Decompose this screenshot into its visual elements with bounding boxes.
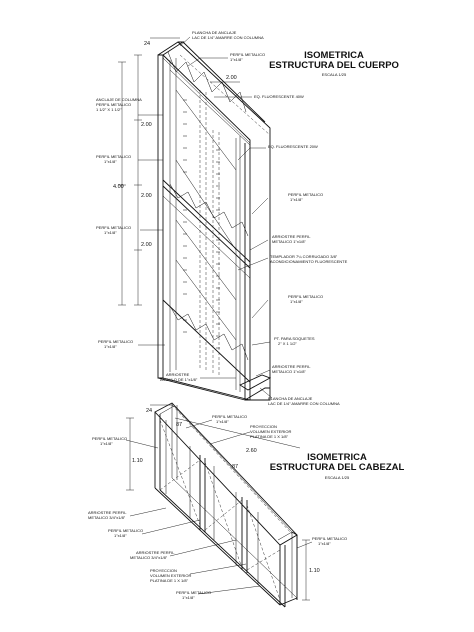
label-fluorescent-40w: EQ. FLUORESCENTE 40W xyxy=(254,94,304,99)
label-perfil-left-size: 1"x1/8" xyxy=(104,159,117,164)
head-dim-1-10-right: 1.10 xyxy=(309,568,320,574)
head-label-proyeccion-platina: PLATINA DE 1 X 1/8" xyxy=(250,434,289,439)
head-leader-lines xyxy=(125,419,313,595)
head-label-perfil-bottom-size: 1"x1/8" xyxy=(182,595,195,600)
body-labels: ISOMETRICA ESTRUCTURA DEL CUERPO ESCALA … xyxy=(96,30,399,406)
head-dim-87-top: 87 xyxy=(176,422,182,428)
label-perfil-right-2: PERFIL METALICO xyxy=(288,294,323,299)
body-structure-drawing: ISOMETRICA ESTRUCTURA DEL CUERPO ESCALA … xyxy=(96,30,399,406)
body-title: ISOMETRICA xyxy=(304,50,364,61)
head-label-perfil-left-size: 1"x1/8" xyxy=(100,441,113,446)
head-dim-2-60: 2.60 xyxy=(246,448,257,454)
head-label-perfil-mid: PERFIL METALICO xyxy=(108,528,143,533)
head-label-perfil-top-size: 1"x1/8" xyxy=(216,419,229,424)
body-leader-lines xyxy=(138,36,273,399)
body-scale: ESCALA 1/25 xyxy=(322,72,347,77)
head-scale: ESCALA 1/25 xyxy=(325,475,350,480)
head-dimension-lines xyxy=(126,404,310,601)
head-label-proyeccion-volumen: VOLUMEN EXTERIOR xyxy=(250,429,291,434)
head-label-proyeccion: PROYECCION xyxy=(250,424,277,429)
label-anclaje-perfil: PERFIL METALICO xyxy=(96,102,131,107)
head-dim-87-mid: 87 xyxy=(232,464,238,470)
head-dim-24: 24 xyxy=(146,408,152,414)
label-perfil-right-1-size: 1"x1/8" xyxy=(290,197,303,202)
body-subtitle: ESTRUCTURA DEL CUERPO xyxy=(269,60,399,71)
head-title: ISOMETRICA xyxy=(307,452,367,463)
label-perfil-left-2: PERFIL METALICO xyxy=(96,225,131,230)
head-structure-drawing: ISOMETRICA ESTRUCTURA DEL CABEZAL ESCALA… xyxy=(88,402,404,608)
label-anclaje: ANCLAJE DE COLUMNA xyxy=(96,97,142,102)
head-subtitle: ESTRUCTURA DEL CABEZAL xyxy=(270,462,405,473)
label-plancha-bottom: PLANCHA DE ANCLAJE xyxy=(268,396,313,401)
body-dimension-lines xyxy=(118,37,240,306)
label-arriostre-bottom: ARRIOSTRE xyxy=(166,372,190,377)
head-dim-1-10-left: 1.10 xyxy=(132,458,143,464)
head-label-arriostre-bottom-size: METALICO 3/4"x1/8" xyxy=(130,555,168,560)
head-label-proyeccion-bottom-platina: PLATINA DE 1 X 1/8" xyxy=(150,578,189,583)
head-label-arriostre-left: ARRIOSTRE PERFIL xyxy=(88,510,127,515)
head-label-perfil-right: PERFIL METALICO xyxy=(312,536,347,541)
head-labels: ISOMETRICA ESTRUCTURA DEL CABEZAL ESCALA… xyxy=(88,408,404,600)
head-label-perfil-bottom: PERFIL METALICO xyxy=(176,590,211,595)
label-perfil-top: PERFIL METALICO xyxy=(230,52,265,57)
label-arriostre-right: ARRIOSTRE PERFIL xyxy=(272,234,311,239)
label-perfil-left: PERFIL METALICO xyxy=(96,154,131,159)
label-anclaje-size: 1 1/2" X 1 1/2" xyxy=(96,107,122,112)
head-label-perfil-mid-size: 1"x1/8" xyxy=(114,533,127,538)
label-plancha-bottom-detail: LAC DE 1/4" AMARRE CON COLUMNA xyxy=(268,401,340,406)
head-label-proyeccion-bottom-volumen: VOLUMEN EXTERIOR xyxy=(150,573,191,578)
label-pt-soquetes-size: 2" X 1 1/2" xyxy=(278,341,297,346)
head-label-arriostre-left-size: METALICO 3/4"x1/8" xyxy=(88,515,126,520)
label-perfil-left-2-size: 1"x1/8" xyxy=(104,230,117,235)
dim-2-00-top: 2.00 xyxy=(226,75,237,81)
label-templador-detail: ACONDICIONAMIENTO FLUORESCENTE xyxy=(270,259,348,264)
dim-2-00-lower: 2.00 xyxy=(141,242,152,248)
label-perfil-left-bottom-size: 1"x1/8" xyxy=(104,344,117,349)
head-label-perfil-left: PERFIL METALICO xyxy=(92,436,127,441)
label-arriostre-right-size: METALICO 1"x1/8" xyxy=(272,239,306,244)
label-perfil-right-1: PERFIL METALICO xyxy=(288,192,323,197)
label-plancha-top: PLANCHA DE ANCLAJE xyxy=(192,30,237,35)
label-perfil-right-2-size: 1"x1/8" xyxy=(290,299,303,304)
label-templador: TEMPLADOR 7¼ CORRUGADO 3/8" xyxy=(270,254,338,259)
label-perfil-top-size: 1"x1/8" xyxy=(230,57,243,62)
head-label-perfil-top: PERFIL METALICO xyxy=(212,414,247,419)
head-label-arriostre-bottom: ARRIOSTRE PERFIL xyxy=(136,550,175,555)
dim-2-00-upper: 2.00 xyxy=(141,122,152,128)
label-perfil-left-bottom: PERFIL METALICO xyxy=(98,339,133,344)
dim-4-00: 4.00 xyxy=(113,184,124,190)
label-pt-soquetes: PT. PARA SOQUETES xyxy=(274,336,315,341)
label-fluorescent-20w: EQ. FLUORESCENTE 20W xyxy=(268,144,318,149)
label-plancha-top-detail: LAC DE 1/4" AMARRE CON COLUMNA xyxy=(192,35,264,40)
head-label-perfil-right-size: 1"x1/8" xyxy=(318,541,331,546)
label-arriostre-right-2-size: METALICO 1"x1/8" xyxy=(272,369,306,374)
dim-24: 24 xyxy=(144,41,150,47)
label-arriostre-bottom-size: ANGULO DE 1"x1/8" xyxy=(160,377,198,382)
dim-2-00-mid: 2.00 xyxy=(141,193,152,199)
head-label-proyeccion-bottom: PROYECCION xyxy=(150,568,177,573)
label-arriostre-right-2: ARRIOSTRE PERFIL xyxy=(272,364,311,369)
